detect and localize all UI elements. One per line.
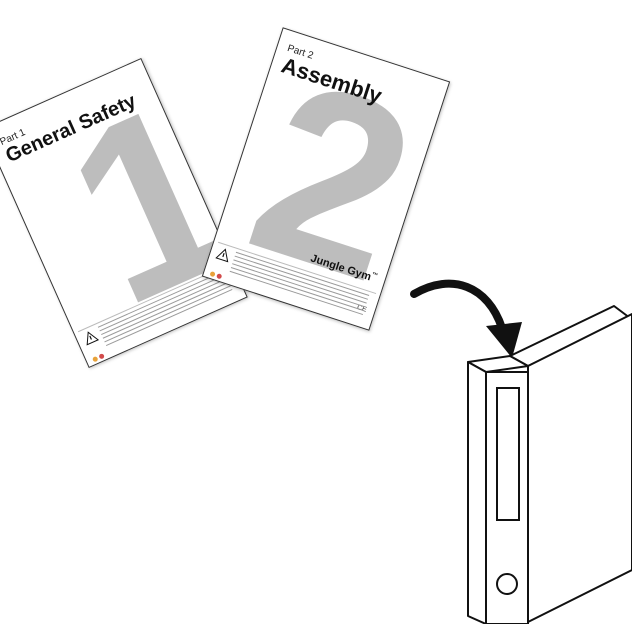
- booklet-part-1: 1 Part 1 General Safety: [0, 58, 248, 368]
- warning-triangle-icon: [81, 328, 99, 346]
- color-dots: [212, 263, 227, 273]
- brand-trademark: ™: [371, 272, 379, 280]
- warning-triangle-icon: [215, 246, 232, 263]
- binder-folder-icon: [450, 300, 632, 624]
- color-dots: [89, 345, 104, 356]
